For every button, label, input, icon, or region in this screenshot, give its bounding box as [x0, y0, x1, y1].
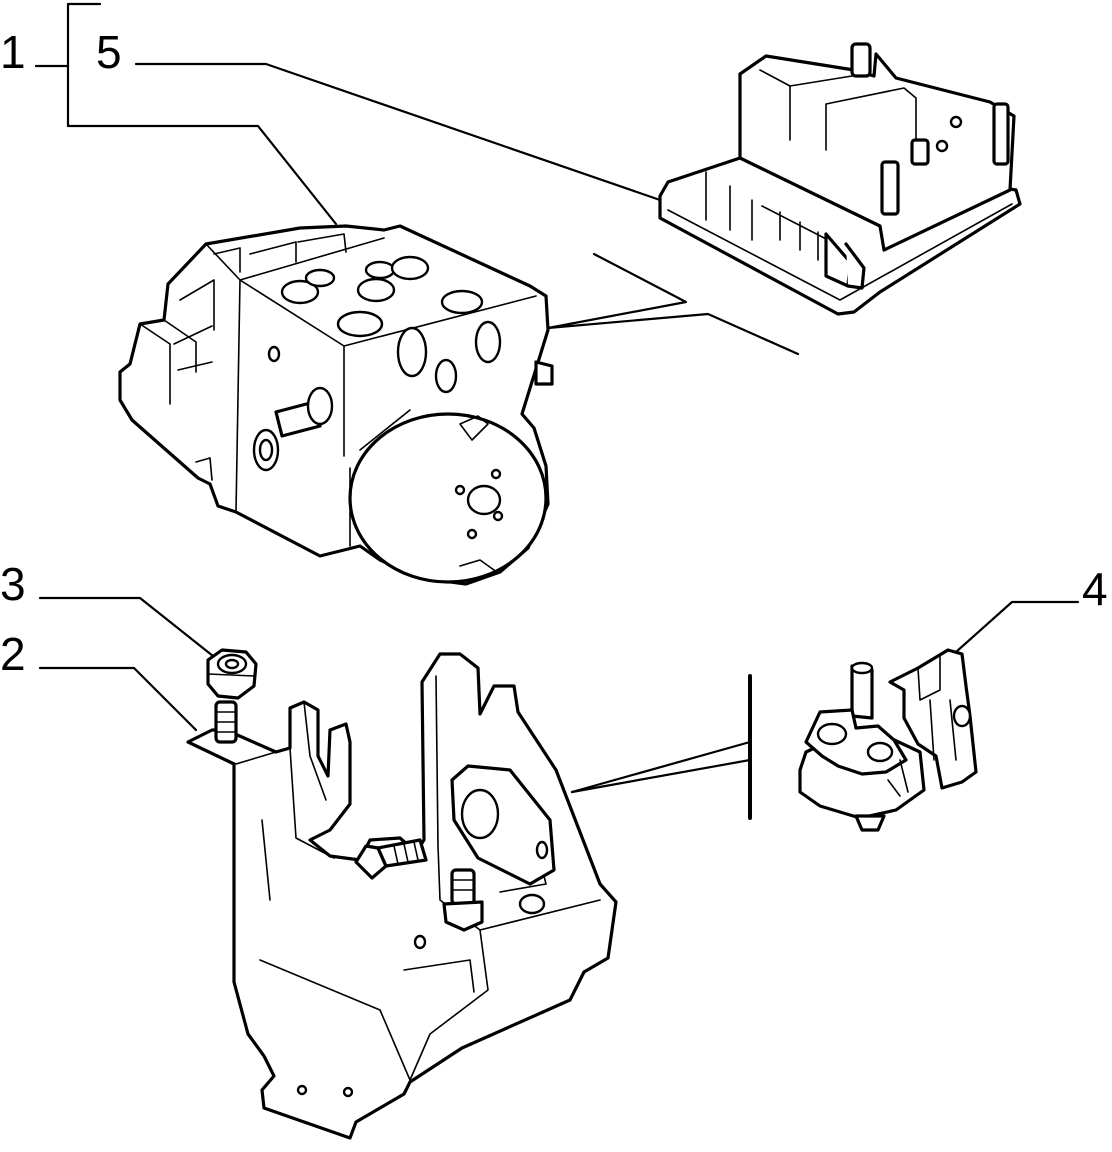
callout-label-5: 5 — [96, 26, 122, 78]
part-control-unit — [658, 42, 1022, 316]
leader-line-5 — [134, 62, 662, 202]
part-sensor-assembly — [798, 648, 978, 832]
leader-line-3 — [38, 596, 220, 662]
leader-line-1 — [34, 2, 338, 226]
callout-label-4: 4 — [1082, 563, 1108, 615]
part-abs-hydraulic-unit — [118, 224, 554, 586]
connector-lines-lower — [570, 674, 752, 820]
callout-label-1: 1 — [0, 26, 26, 78]
leader-line-2 — [38, 666, 198, 732]
callout-label-2: 2 — [0, 628, 26, 680]
leader-line-4 — [954, 600, 1080, 654]
part-nut — [206, 648, 258, 700]
callout-label-3: 3 — [0, 558, 26, 610]
connector-lines-upper — [546, 252, 800, 356]
part-mounting-bracket — [186, 652, 618, 1140]
